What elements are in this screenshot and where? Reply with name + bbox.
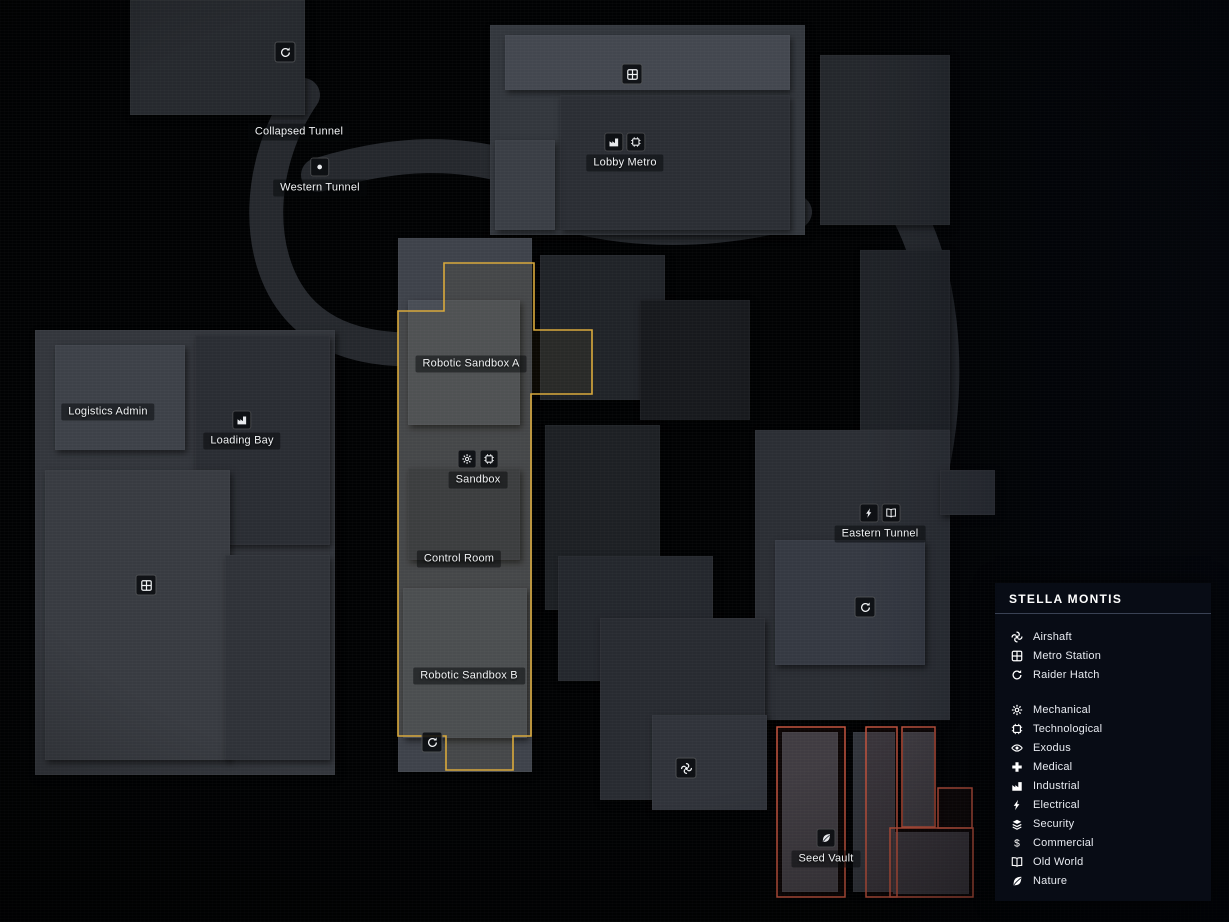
map-label-text: Collapsed Tunnel [247, 123, 351, 141]
label-icon-row [310, 157, 330, 177]
map-label-logistics-admin: Logistics Admin [61, 403, 155, 421]
map-label-text: Sandbox [448, 471, 508, 489]
map-label-robotic-sandbox-b: Robotic Sandbox B [413, 667, 525, 685]
legend-title: STELLA MONTIS [1009, 592, 1123, 606]
book-icon [881, 503, 901, 523]
legend-item-label: Airshaft [1033, 630, 1072, 643]
label-icon-row [232, 410, 252, 430]
map-label-text: Logistics Admin [61, 403, 155, 421]
map-label-text: Robotic Sandbox B [413, 667, 525, 685]
legend-item-exodus: Exodus [1009, 741, 1197, 754]
legend-item-label: Exodus [1033, 741, 1071, 754]
fan-icon [1009, 630, 1024, 643]
tech-icon [479, 449, 499, 469]
raider-hatch-marker[interactable] [854, 596, 876, 618]
legend-item-raider-hatch: Raider Hatch [1009, 668, 1197, 681]
legend-item-technological: Technological [1009, 722, 1197, 735]
map-label-text: Seed Vault [791, 850, 861, 868]
metro-station-marker[interactable] [135, 574, 157, 596]
legend-item-electrical: Electrical [1009, 798, 1197, 811]
legend-item-label: Mechanical [1033, 703, 1091, 716]
gear-icon [1009, 704, 1024, 716]
map-label-text: Western Tunnel [273, 179, 367, 197]
metro-station-marker[interactable] [621, 63, 643, 85]
legend-item-commercial: $ Commercial [1009, 836, 1197, 849]
metro-grid-icon [1009, 650, 1024, 662]
legend-list: Airshaft Metro Station Raider Hatch Mech… [995, 614, 1211, 887]
map-label-text: Control Room [416, 550, 502, 568]
map-label-text: Lobby Metro [586, 154, 664, 172]
map-label-seed-vault: Seed Vault [791, 828, 861, 868]
factory-icon [604, 132, 624, 152]
gear-icon [457, 449, 477, 469]
raider-hatch-marker[interactable] [421, 731, 443, 753]
layers-icon [1009, 818, 1024, 830]
map-label-text: Loading Bay [203, 432, 281, 450]
legend-item-metro-station: Metro Station [1009, 649, 1197, 662]
book-icon [1009, 856, 1024, 868]
map-label-text: Robotic Sandbox A [415, 355, 527, 373]
medical-cross-icon [1009, 761, 1024, 773]
dot-icon [310, 157, 330, 177]
legend-item-label: Industrial [1033, 779, 1080, 792]
legend-item-old-world: Old World [1009, 855, 1197, 868]
tech-icon [626, 132, 646, 152]
map-label-sandbox: Sandbox [448, 449, 508, 489]
legend-item-label: Medical [1033, 760, 1073, 773]
bolt-icon [1009, 799, 1024, 811]
legend-item-industrial: Industrial [1009, 779, 1197, 792]
legend-item-label: Commercial [1033, 836, 1094, 849]
legend-item-label: Old World [1033, 855, 1084, 868]
legend-item-label: Electrical [1033, 798, 1080, 811]
legend-panel: STELLA MONTIS Airshaft Metro Station Rai… [995, 583, 1211, 901]
map-label-control-room: Control Room [416, 550, 502, 568]
svg-text:$: $ [1014, 838, 1020, 849]
label-icon-row [816, 828, 836, 848]
map-label-western-tunnel: Western Tunnel [273, 157, 367, 197]
eye-icon [1009, 742, 1024, 754]
legend-item-label: Raider Hatch [1033, 668, 1100, 681]
factory-icon [1009, 780, 1024, 792]
map-label-text: Eastern Tunnel [834, 525, 926, 543]
leaf-icon [1009, 875, 1024, 887]
leaf-icon [816, 828, 836, 848]
label-icon-row [457, 449, 499, 469]
airshaft-marker[interactable] [675, 757, 697, 779]
legend-item-security: Security [1009, 817, 1197, 830]
legend-item-label: Metro Station [1033, 649, 1102, 662]
raider-hatch-icon [1009, 669, 1024, 681]
legend-item-label: Nature [1033, 874, 1068, 887]
legend-item-airshaft: Airshaft [1009, 630, 1197, 643]
legend-item-medical: Medical [1009, 760, 1197, 773]
legend-item-nature: Nature [1009, 874, 1197, 887]
dollar-icon: $ [1009, 837, 1024, 849]
label-icon-row [859, 503, 901, 523]
label-icon-row [604, 132, 646, 152]
tech-icon [1009, 723, 1024, 735]
map-label-eastern-tunnel: Eastern Tunnel [834, 503, 926, 543]
map-label-loading-bay: Loading Bay [203, 410, 281, 450]
raider-hatch-marker[interactable] [274, 41, 296, 63]
legend-group-gap [1009, 687, 1197, 697]
legend-item-label: Security [1033, 817, 1075, 830]
legend-item-mechanical: Mechanical [1009, 703, 1197, 716]
map-label-lobby-metro: Lobby Metro [586, 132, 664, 172]
legend-item-label: Technological [1033, 722, 1103, 735]
factory-icon [232, 410, 252, 430]
bolt-icon [859, 503, 879, 523]
map-label-collapsed-tunnel: Collapsed Tunnel [247, 123, 351, 141]
map-label-robotic-sandbox-a: Robotic Sandbox A [415, 355, 527, 373]
